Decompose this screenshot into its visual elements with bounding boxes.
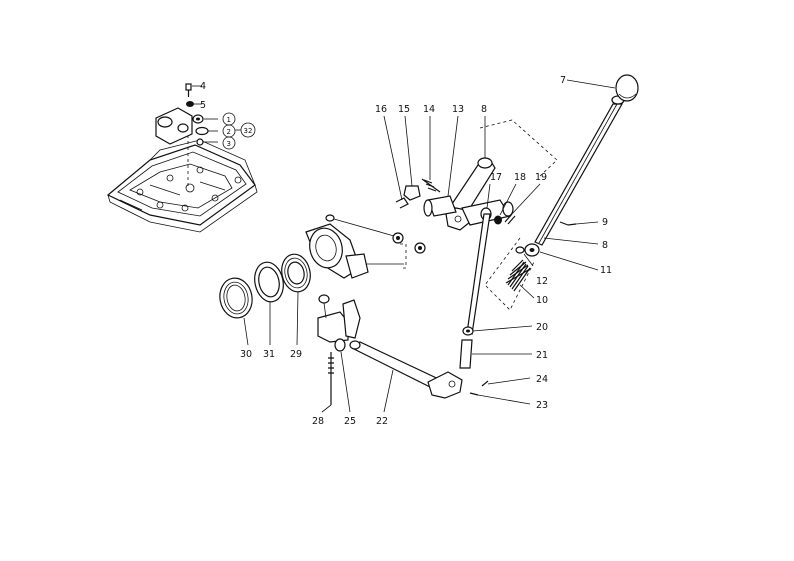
pin-24: [481, 380, 489, 387]
label-14: 14: [423, 104, 435, 115]
clip-15: [403, 185, 421, 201]
washer-5: [186, 101, 194, 107]
label-32: 32: [244, 127, 253, 135]
bearing-30: [219, 277, 253, 319]
label-17: 17: [490, 172, 502, 183]
lever-knob-7: [615, 74, 639, 102]
label-30: 30: [240, 349, 252, 360]
label-29: 29: [290, 349, 302, 360]
label-15: 15: [398, 104, 410, 115]
gear-lever: [534, 95, 625, 246]
label-9: 9: [602, 217, 608, 228]
label-16: 16: [375, 104, 387, 115]
bolt-4: [185, 83, 192, 97]
label-8-right: 8: [602, 240, 608, 251]
shift-arm-lever: [427, 371, 463, 399]
shift-tower: [155, 107, 193, 145]
label-25: 25: [344, 416, 356, 427]
pin-14: [421, 178, 441, 193]
label-18: 18: [514, 172, 526, 183]
clip-23: [469, 392, 479, 396]
spring-pin-19: [504, 213, 516, 225]
label-19: 19: [535, 172, 547, 183]
label-24: 24: [536, 374, 548, 385]
label-21: 21: [536, 350, 548, 361]
label-3: 3: [227, 140, 231, 148]
circled-label-32: [235, 122, 256, 138]
transmission-housing: [106, 135, 258, 233]
seal-29: [281, 253, 311, 293]
shift-rod: [466, 213, 491, 335]
label-5: 5: [200, 100, 206, 111]
lever-pin-9: [559, 221, 577, 226]
spring-2: [195, 126, 209, 136]
label-4: 4: [200, 81, 206, 92]
lever-boot-end-11: [524, 243, 540, 257]
label-23: 23: [536, 400, 548, 411]
label-10: 10: [536, 295, 548, 306]
label-20: 20: [536, 322, 548, 333]
circled-label-3: [222, 136, 236, 150]
label-7: 7: [560, 75, 566, 86]
small-bolt-housing: [392, 232, 404, 244]
bearing-housing: [305, 223, 404, 279]
ball-3: [196, 138, 204, 146]
bolt-28: [328, 352, 334, 405]
label-22: 22: [376, 416, 388, 427]
bolt-top: [325, 214, 335, 222]
label-8-top: 8: [481, 104, 487, 115]
label-12: 12: [536, 276, 548, 287]
sleeve-21: [459, 339, 473, 369]
shift-arm-8: [445, 157, 496, 231]
lever-washer-12: [515, 246, 525, 254]
label-2: 2: [227, 128, 231, 136]
label-13: 13: [452, 104, 464, 115]
nut-18: [494, 215, 502, 225]
nut-20: [462, 326, 474, 336]
clip-16: [395, 197, 409, 209]
label-1: 1: [227, 116, 231, 124]
label-28: 28: [312, 416, 324, 427]
lever-spring-10: [505, 259, 531, 292]
nut-housing: [414, 242, 426, 254]
ring-31: [254, 261, 284, 303]
plug-1: [192, 114, 204, 124]
shift-fork-25: [317, 294, 361, 352]
label-31: 31: [263, 349, 275, 360]
label-11: 11: [600, 265, 612, 276]
